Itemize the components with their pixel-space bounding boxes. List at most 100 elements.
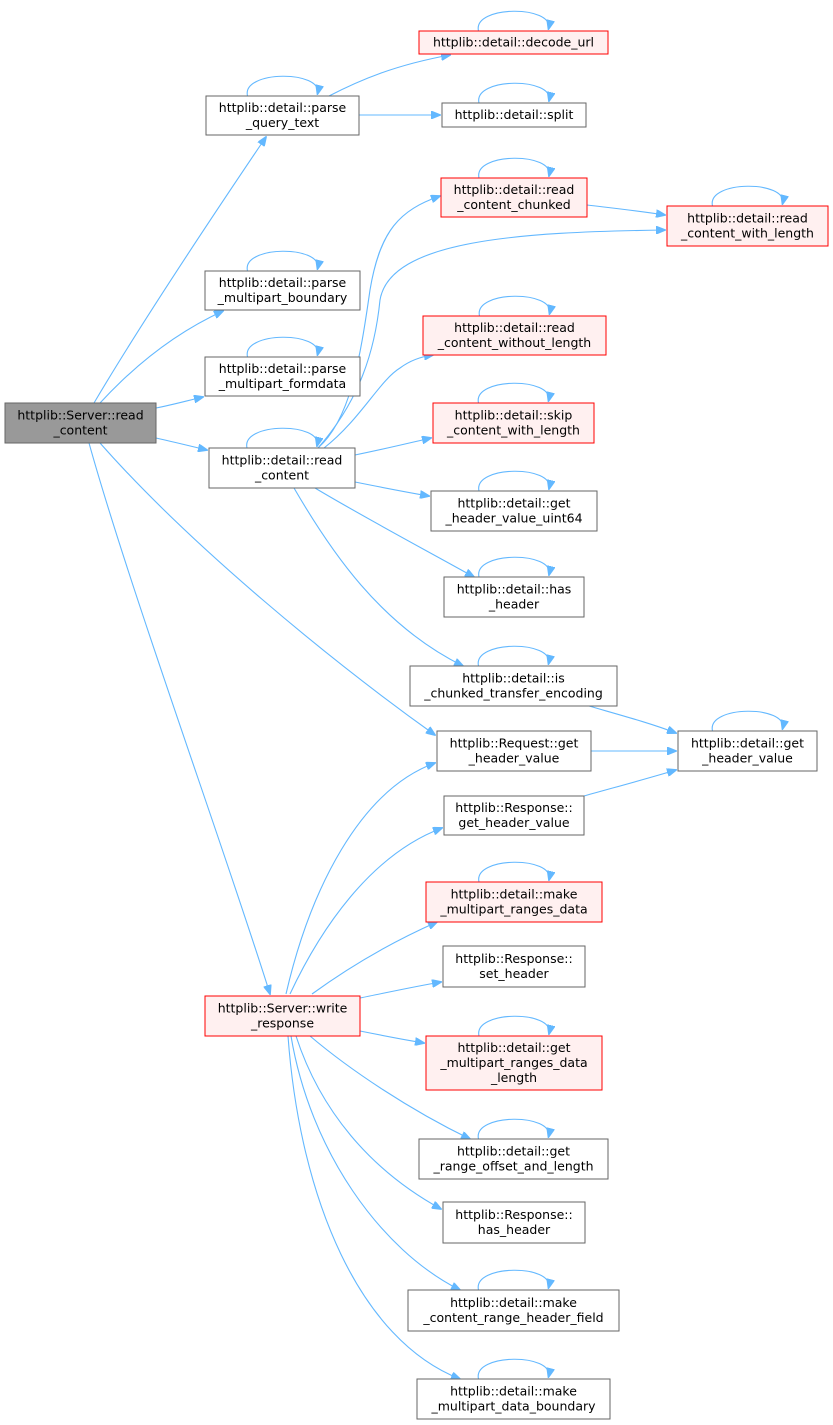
node-box [442,1201,586,1244]
node-parse-multipart-formdata[interactable]: httplib::detail::parse_multipart_formdat… [204,356,361,397]
node-label-line: _header_value [701,751,793,766]
node-label-line: _content_with_length [680,226,814,241]
node-label-line: httplib::detail::read [687,211,808,226]
node-response-get-header-value[interactable]: httplib::Response::get_header_value [443,795,585,836]
node-box [666,205,829,247]
node-label-line: httplib::detail::read [454,320,575,335]
self-loop-skip-content-with-length [477,382,549,404]
node-box [407,1289,620,1332]
node-get-header-value-uint64[interactable]: httplib::detail::get_header_value_uint64 [430,490,598,532]
node-detail-read-content[interactable]: httplib::detail::read_content [208,447,356,489]
node-response-set-header[interactable]: httplib::Response::set_header [442,945,586,988]
node-box [425,1035,603,1091]
edge-server-write-response-to-make-content-range-header-field [290,1035,460,1290]
node-label-line: httplib::detail::get [457,1144,570,1159]
node-label-line: _header_value [468,751,560,766]
node-get-range-offset-and-length[interactable]: httplib::detail::get_range_offset_and_le… [418,1138,609,1180]
node-box [425,881,603,923]
node-label-line: _content [52,423,107,438]
node-label-line: httplib::detail::get [457,1040,570,1055]
node-box [443,795,585,836]
node-make-content-range-header-field[interactable]: httplib::detail::make_content_range_head… [407,1289,620,1332]
node-get-multipart-ranges-data-length[interactable]: httplib::detail::get_multipart_ranges_da… [425,1035,603,1091]
node-box [4,402,157,444]
self-loop-parse-multipart-formdata [246,336,318,358]
node-box [204,270,361,311]
node-skip-content-with-length[interactable]: httplib::detail::skip_content_with_lengt… [432,402,595,444]
node-label-line: httplib::detail::read [454,182,575,197]
self-loop-get-header-value-uint64 [478,470,550,492]
edges-layer [88,55,676,1379]
node-label-line: httplib::Response:: [455,1207,572,1222]
self-loops-layer [246,10,783,1380]
node-label-line: _multipart_formdata [218,376,346,391]
node-label-line: httplib::Server::write [218,1001,348,1016]
node-parse-multipart-boundary[interactable]: httplib::detail::parse_multipart_boundar… [204,270,361,311]
edge-server-write-response-to-response-get-header-value [289,828,442,995]
node-label-line: _range_offset_and_length [432,1159,593,1174]
edge-is-chunked-transfer-encoding-to-detail-get-header-value [588,705,676,733]
self-loop-make-multipart-data-boundary [477,1358,549,1380]
node-box [204,995,361,1037]
node-label-line: httplib::detail::get [457,496,570,511]
edge-server-write-response-to-get-range-offset-and-length [309,1035,470,1139]
node-label-line: _content_with_length [446,423,580,438]
node-label-line: _header_value_uint64 [444,511,582,526]
edge-server-read-content-to-parse-multipart-formdata [155,397,203,409]
node-server-write-response[interactable]: httplib::Server::write_response [204,995,361,1037]
node-parse-query-text[interactable]: httplib::detail::parse_query_text [205,95,360,136]
node-box [441,102,587,128]
node-label-line: httplib::detail::make [451,887,578,902]
node-label-line: _header [488,597,540,612]
node-make-multipart-ranges-data[interactable]: httplib::detail::make_multipart_ranges_d… [425,881,603,923]
edge-detail-read-content-to-read-content-chunked [317,196,440,449]
node-is-chunked-transfer-encoding[interactable]: httplib::detail::is_chunked_transfer_enc… [409,665,618,707]
node-read-content-with-length[interactable]: httplib::detail::read_content_with_lengt… [666,205,829,247]
node-label-line: has_header [478,1222,551,1237]
node-box [443,576,585,618]
self-loop-read-content-without-length [478,295,550,317]
node-label-line: httplib::Response:: [455,951,572,966]
node-label-line: httplib::detail::parse [219,361,347,376]
node-label-line: httplib::detail::make [450,1295,577,1310]
self-loop-is-chunked-transfer-encoding [477,645,549,667]
node-read-content-chunked[interactable]: httplib::detail::read_content_chunked [440,177,588,218]
self-loop-get-multipart-ranges-data-length [478,1015,550,1037]
self-loop-has-header [478,556,550,578]
node-server-read-content[interactable]: httplib::Server::read_content [4,402,157,444]
edge-server-read-content-to-parse-multipart-boundary [99,311,223,404]
node-response-has-header[interactable]: httplib::Response::has_header [442,1201,586,1244]
node-box [440,177,588,218]
node-label-line: httplib::detail::skip [455,408,573,423]
node-label-line: httplib::Server::read [17,408,143,423]
node-box [208,447,356,489]
edge-server-read-content-to-parse-query-text [93,137,266,404]
node-label-line: _content [254,468,309,483]
node-read-content-without-length[interactable]: httplib::detail::read_content_without_le… [422,315,607,356]
self-loop-parse-query-text [246,75,318,97]
node-detail-get-header-value[interactable]: httplib::detail::get_header_value [677,730,818,772]
self-loop-split [478,82,550,104]
node-label-line: httplib::Request::get [450,736,579,751]
node-label-line: httplib::detail::parse [219,275,347,290]
edge-server-read-content-to-server-write-response [88,442,270,994]
node-make-multipart-data-boundary[interactable]: httplib::detail::make_multipart_data_bou… [416,1378,611,1420]
node-box [677,730,818,772]
self-loop-read-content-with-length [711,185,783,207]
node-request-get-header-value[interactable]: httplib::Request::get_header_value [436,730,592,772]
edge-server-write-response-to-request-get-header-value [285,763,435,995]
self-loop-detail-get-header-value [711,710,783,732]
edge-server-write-response-to-get-multipart-ranges-data-length [359,1030,424,1043]
node-box [418,30,609,55]
node-label-line: _content_chunked [456,197,570,212]
node-label-line: _length [490,1070,537,1085]
edge-detail-read-content-to-read-content-without-length [323,355,433,449]
node-split[interactable]: httplib::detail::split [441,102,587,128]
node-label-line: _content_range_header_field [422,1310,603,1325]
node-label-line: get_header_value [458,815,570,830]
node-label-line: httplib::detail::get [691,736,804,751]
node-has-header[interactable]: httplib::detail::has_header [443,576,585,618]
node-label-line: _chunked_transfer_encoding [423,686,603,701]
node-decode-url[interactable]: httplib::detail::decode_url [418,30,609,55]
